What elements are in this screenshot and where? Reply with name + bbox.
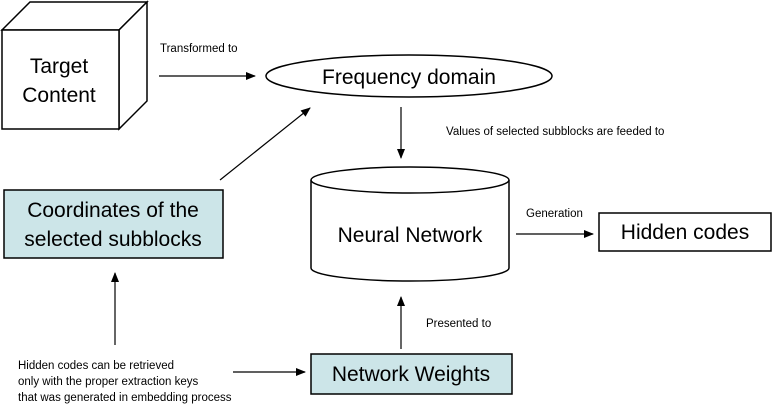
coordinates-label-line-2: selected subblocks <box>24 228 201 251</box>
coordinates-to-frequency-arrow <box>219 107 311 181</box>
note-line-3: that was generated in embedding process <box>18 392 232 404</box>
hidden-codes-node: Hidden codes <box>598 212 772 252</box>
frequency-domain-node: Frequency domain <box>265 54 553 98</box>
neural-network-node: Neural Network <box>310 166 510 282</box>
coordinates-box <box>3 189 224 259</box>
note-line-2: only with the proper extraction keys <box>18 376 199 388</box>
hidden-codes-label: Hidden codes <box>621 221 749 244</box>
neural-network-label: Neural Network <box>338 224 483 247</box>
note-line-1: Hidden codes can be retrieved <box>18 360 174 372</box>
frequency-domain-label: Frequency domain <box>322 66 496 89</box>
network-weights-box <box>310 353 513 395</box>
extraction-note: Hidden codes can be retrieved only with … <box>18 360 232 404</box>
target-content-cube: Target Content <box>0 0 149 131</box>
target-content-label-line-2: Content <box>22 84 96 107</box>
values-fed-label: Values of selected subblocks are feeded … <box>446 126 664 138</box>
presented-to-label: Presented to <box>426 318 491 330</box>
generation-label: Generation <box>526 208 583 220</box>
transformed-to-label: Transformed to <box>160 43 238 55</box>
network-weights-label: Network Weights <box>332 363 490 386</box>
network-weights-node: Network Weights <box>310 353 513 395</box>
coordinates-node: Coordinates of the selected subblocks <box>3 189 224 259</box>
coordinates-label-line-1: Coordinates of the <box>27 199 199 222</box>
target-content-label-line-1: Target <box>30 55 89 78</box>
